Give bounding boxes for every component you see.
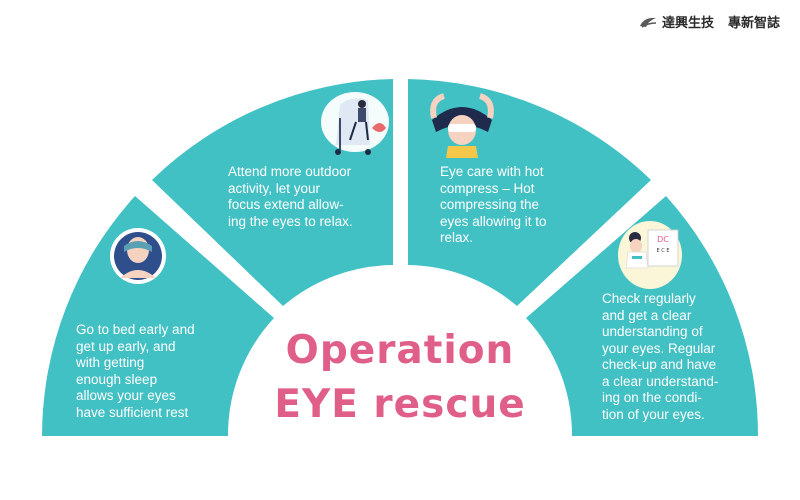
svg-text:DC: DC [657,235,669,244]
segment-text-check-up: Check regularly and get a clear understa… [602,291,719,422]
eye-exam-doctor-icon: DC E C E [618,221,682,289]
segment-text-sleep: Go to bed early and get up early, and wi… [76,322,195,420]
title-line-1: Operation [285,328,515,373]
svg-text:E C E: E C E [657,248,670,254]
segment-text-outdoor: Attend more outdoor activity, let your f… [228,164,353,229]
title-line-2: EYE rescue [274,382,526,427]
brand-magazine: 專新智誌 [727,16,780,31]
brand-name: 達興生技 [661,16,714,31]
brand-header: 達興生技 專新智誌 [638,12,780,31]
sleep-mask-person-icon [110,228,166,284]
hot-compress-person-icon [430,93,494,158]
brand-logo-icon [639,17,656,28]
outdoor-scooter-person-icon [321,92,389,155]
segment-text-hot-compress: Eye care with hot compress – Hot compres… [440,164,547,245]
segment-sleep [42,196,274,436]
segment-check-up [526,196,759,436]
